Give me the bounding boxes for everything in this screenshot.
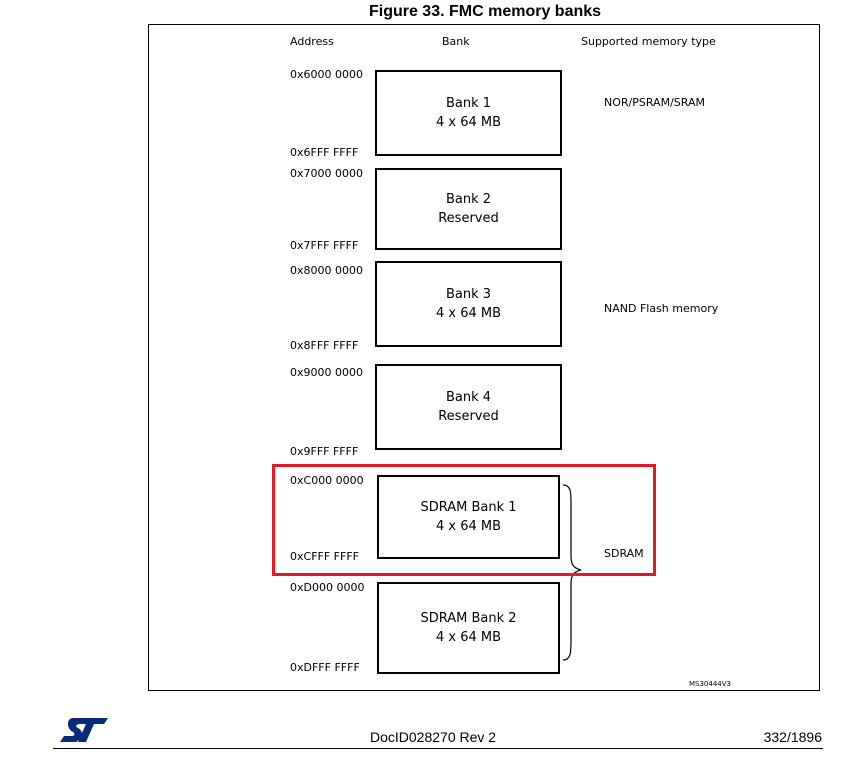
sdram-bank-2-size: 4 x 64 MB xyxy=(435,630,502,645)
sdram-bank1-start-address: 0xC000 0000 xyxy=(290,474,364,487)
bank4-start-address: 0x9000 0000 xyxy=(290,366,363,379)
bank1-end-address: 0x6FFF FFFF xyxy=(290,146,359,159)
bank-4-size: Reserved xyxy=(438,409,499,424)
bank2-end-address: 0x7FFF FFFF xyxy=(290,239,359,252)
bank-1-size: 4 x 64 MB xyxy=(435,115,502,130)
bank-3-size: 4 x 64 MB xyxy=(435,306,502,321)
bank-2-block: Bank 2 Reserved xyxy=(375,168,562,250)
bank-4-name: Bank 4 xyxy=(445,390,492,405)
sdram-bank-1-size: 4 x 64 MB xyxy=(435,519,502,534)
bank-1-name: Bank 1 xyxy=(445,96,492,111)
memory-type-nor: NOR/PSRAM/SRAM xyxy=(604,96,705,109)
memory-type-sdram: SDRAM xyxy=(604,547,644,560)
bank2-start-address: 0x7000 0000 xyxy=(290,167,363,180)
header-bank: Bank xyxy=(442,35,470,48)
st-logo-icon xyxy=(60,718,108,742)
bank-2-name: Bank 2 xyxy=(445,192,492,207)
sdram-brace xyxy=(562,484,582,661)
sdram-bank-2-block: SDRAM Bank 2 4 x 64 MB xyxy=(377,582,560,674)
sdram-bank2-end-address: 0xDFFF FFFF xyxy=(290,661,360,674)
doc-id: DocID028270 Rev 2 xyxy=(370,729,497,745)
bank-2-size: Reserved xyxy=(438,211,499,226)
sdram-bank1-end-address: 0xCFFF FFFF xyxy=(290,550,359,563)
figure-code: MS30444V3 xyxy=(689,680,731,688)
sdram-bank-1-name: SDRAM Bank 1 xyxy=(420,500,517,515)
bank-4-block: Bank 4 Reserved xyxy=(375,364,562,450)
bank-3-name: Bank 3 xyxy=(445,287,492,302)
bank1-start-address: 0x6000 0000 xyxy=(290,68,363,81)
bank4-end-address: 0x9FFF FFFF xyxy=(290,445,359,458)
header-memory-type: Supported memory type xyxy=(581,35,716,48)
sdram-bank1-highlight xyxy=(272,464,656,576)
bank-3-block: Bank 3 4 x 64 MB xyxy=(375,261,562,347)
header-address: Address xyxy=(290,35,334,48)
bank3-end-address: 0x8FFF FFFF xyxy=(290,339,359,352)
sdram-bank-2-name: SDRAM Bank 2 xyxy=(420,611,517,626)
memory-type-nand: NAND Flash memory xyxy=(604,302,719,315)
sdram-bank2-start-address: 0xD000 0000 xyxy=(290,581,365,594)
sdram-bank-1-block: SDRAM Bank 1 4 x 64 MB xyxy=(377,475,560,559)
figure-title: Figure 33. FMC memory banks xyxy=(368,3,602,20)
figure-frame xyxy=(148,24,820,691)
page-number: 332/1896 xyxy=(763,729,822,745)
bank-1-block: Bank 1 4 x 64 MB xyxy=(375,70,562,156)
bank3-start-address: 0x8000 0000 xyxy=(290,264,363,277)
footer-divider xyxy=(53,748,823,749)
